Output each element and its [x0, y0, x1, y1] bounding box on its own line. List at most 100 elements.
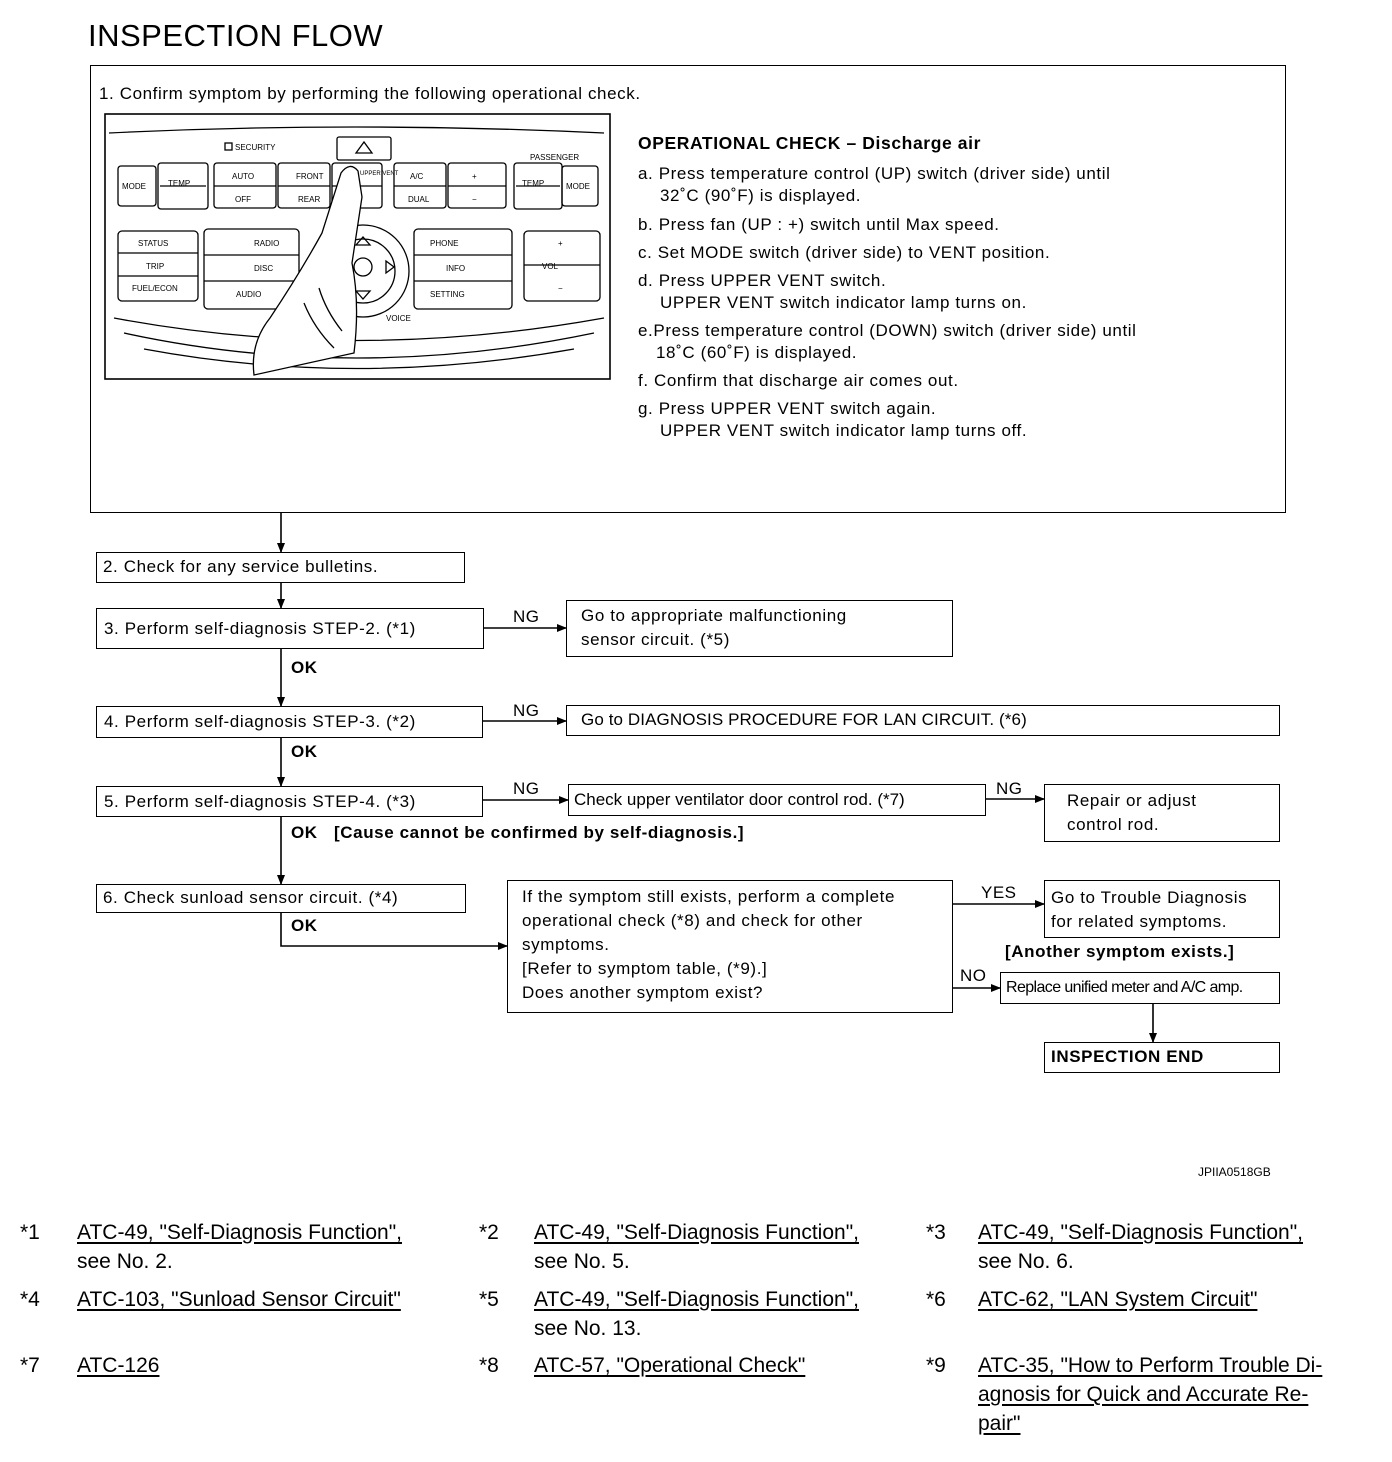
step1-label: 1. Confirm symptom by performing the fol…: [99, 84, 641, 103]
reference-3-link[interactable]: ATC-49, "Self-Diagnosis Function",: [978, 1221, 1303, 1244]
reference-9-link-line1[interactable]: ATC-35, "How to Perform Trouble Di-: [978, 1354, 1323, 1377]
reference-4-link[interactable]: ATC-103, "Sunload Sensor Circuit": [77, 1288, 401, 1311]
reference-2-link[interactable]: ATC-49, "Self-Diagnosis Function",: [534, 1221, 859, 1244]
panel-vol-text: VOL: [542, 262, 559, 271]
panel-rear-text: REAR: [298, 195, 320, 204]
repair-line1: Repair or adjust: [1067, 791, 1197, 810]
check-line-a: a. Press temperature control (UP) switch…: [638, 164, 1111, 183]
trouble-line1: Go to Trouble Diagnosis: [1051, 888, 1248, 907]
panel-voice-text: VOICE: [386, 314, 411, 323]
reference-6-mark: *6: [926, 1288, 946, 1311]
no-label: NO: [960, 966, 987, 985]
operational-check-title: OPERATIONAL CHECK – Discharge air: [638, 133, 981, 153]
check-line-f: f. Confirm that discharge air comes out.: [638, 371, 959, 390]
check-line-g2: UPPER VENT switch indicator lamp turns o…: [660, 421, 1028, 440]
panel-info-text: INFO: [446, 264, 465, 273]
reference-2-mark: *2: [479, 1221, 499, 1244]
ok-label-6: OK: [291, 916, 318, 935]
yes-label: YES: [981, 883, 1017, 902]
result4-box: Go to DIAGNOSIS PROCEDURE FOR LAN CIRCUI…: [566, 705, 1280, 736]
reference-7-mark: *7: [20, 1354, 40, 1377]
check-line-d: d. Press UPPER VENT switch.: [638, 271, 887, 290]
check-line-e: e.Press temperature control (DOWN) switc…: [638, 321, 1137, 340]
step6-box: 6. Check sunload sensor circuit. (*4): [96, 884, 466, 913]
question-line2: operational check (*8) and check for oth…: [522, 911, 863, 930]
ng-label-4: NG: [513, 701, 540, 720]
result4-text: Go to DIAGNOSIS PROCEDURE FOR LAN CIRCUI…: [581, 710, 1027, 729]
check-line-g: g. Press UPPER VENT switch again.: [638, 399, 937, 418]
reference-4-mark: *4: [20, 1288, 40, 1311]
question-box: If the symptom still exists, perform a c…: [507, 880, 953, 1013]
cause-note: [Cause cannot be confirmed by self-diagn…: [334, 823, 745, 842]
step3-text: 3. Perform self-diagnosis STEP-2. (*1): [104, 619, 416, 638]
panel-temp-left-text: TEMP: [168, 179, 190, 188]
panel-minus-right-text: −: [558, 284, 563, 293]
panel-auto-text: AUTO: [232, 172, 254, 181]
inspection-end-text: INSPECTION END: [1051, 1047, 1204, 1066]
panel-plus-right-text: +: [558, 239, 563, 248]
step5-text: 5. Perform self-diagnosis STEP-4. (*3): [104, 792, 416, 811]
reference-3-detail: see No. 6.: [978, 1250, 1074, 1273]
panel-minus-top-text: −: [472, 195, 477, 204]
reference-5-link[interactable]: ATC-49, "Self-Diagnosis Function",: [534, 1288, 859, 1311]
arrow-6-ok: [280, 912, 508, 950]
result3-box: Go to appropriate malfunctioning sensor …: [566, 600, 953, 657]
panel-dual-text: DUAL: [408, 195, 430, 204]
repair-line2: control rod.: [1067, 815, 1160, 834]
panel-setting-text: SETTING: [430, 290, 465, 299]
panel-off-text: OFF: [235, 195, 251, 204]
figure-code: JPIIA0518GB: [1198, 1165, 1271, 1179]
reference-5-detail: see No. 13.: [534, 1317, 642, 1340]
check-line-c: c. Set MODE switch (driver side) to VENT…: [638, 243, 1051, 262]
panel-upper-vent-text: UPPER VENT: [360, 171, 399, 177]
reference-5-mark: *5: [479, 1288, 499, 1311]
repair-box: Repair or adjust control rod.: [1044, 784, 1280, 842]
reference-7-link[interactable]: ATC-126: [77, 1354, 160, 1377]
another-symptom-note: [Another symptom exists.]: [1005, 942, 1235, 961]
question-line3: symptoms.: [522, 935, 610, 954]
panel-disc-text: DISC: [254, 264, 273, 273]
reference-3-mark: *3: [926, 1221, 946, 1244]
result3-line1: Go to appropriate malfunctioning: [581, 606, 847, 625]
page-title: INSPECTION FLOW: [88, 18, 384, 53]
step3-box: 3. Perform self-diagnosis STEP-2. (*1): [96, 608, 484, 649]
step4-box: 4. Perform self-diagnosis STEP-3. (*2): [96, 706, 483, 738]
panel-mode-left-text: MODE: [122, 182, 146, 191]
replace-text: Replace unified meter and A/C amp.: [1006, 979, 1243, 996]
replace-box: Replace unified meter and A/C amp.: [1000, 972, 1280, 1004]
reference-9-mark: *9: [926, 1354, 946, 1377]
step5-box: 5. Perform self-diagnosis STEP-4. (*3): [96, 786, 483, 817]
result5-box: Check upper ventilator door control rod.…: [568, 784, 986, 816]
reference-9-link-line3[interactable]: pair": [978, 1412, 1021, 1435]
check-line-e2: 18˚C (60˚F) is displayed.: [656, 343, 858, 362]
step2-text: 2. Check for any service bulletins.: [103, 557, 379, 576]
reference-9-link-line2[interactable]: agnosis for Quick and Accurate Re-: [978, 1383, 1309, 1406]
panel-fuel-econ-text: FUEL/ECON: [132, 284, 178, 293]
question-line4: [Refer to symptom table, (*9).]: [522, 959, 768, 978]
check-line-a2: 32˚C (90˚F) is displayed.: [660, 186, 862, 205]
panel-ac-text: A/C: [410, 172, 424, 181]
ok-label-5: OK: [291, 823, 318, 842]
check-line-b: b. Press fan (UP : +) switch until Max s…: [638, 215, 1000, 234]
step4-text: 4. Perform self-diagnosis STEP-3. (*2): [104, 712, 416, 731]
ok-label-4: OK: [291, 742, 318, 761]
panel-audio-text: AUDIO: [236, 290, 261, 299]
reference-6-link[interactable]: ATC-62, "LAN System Circuit": [978, 1288, 1258, 1311]
reference-1-link[interactable]: ATC-49, "Self-Diagnosis Function",: [77, 1221, 402, 1244]
inspection-end-box: INSPECTION END: [1044, 1042, 1280, 1073]
step1-box: 1. Confirm symptom by performing the fol…: [90, 65, 1286, 513]
question-line1: If the symptom still exists, perform a c…: [522, 887, 896, 906]
panel-security-text: SECURITY: [235, 143, 276, 152]
panel-mode-right-text: MODE: [566, 182, 590, 191]
ok-label-3: OK: [291, 658, 318, 677]
result5-text: Check upper ventilator door control rod.…: [574, 790, 905, 809]
reference-8-link[interactable]: ATC-57, "Operational Check": [534, 1354, 806, 1377]
panel-front-text: FRONT: [296, 172, 324, 181]
check-line-d2: UPPER VENT switch indicator lamp turns o…: [660, 293, 1027, 312]
panel-temp-right-text: TEMP: [522, 179, 544, 188]
control-panel-illustration: SECURITY PASSENGER MODE TEMP AUTO OFF FR…: [104, 113, 611, 380]
panel-trip-text: TRIP: [146, 262, 164, 271]
ng-label-3: NG: [513, 607, 540, 626]
panel-passenger-text: PASSENGER: [530, 153, 579, 162]
reference-1-mark: *1: [20, 1221, 40, 1244]
